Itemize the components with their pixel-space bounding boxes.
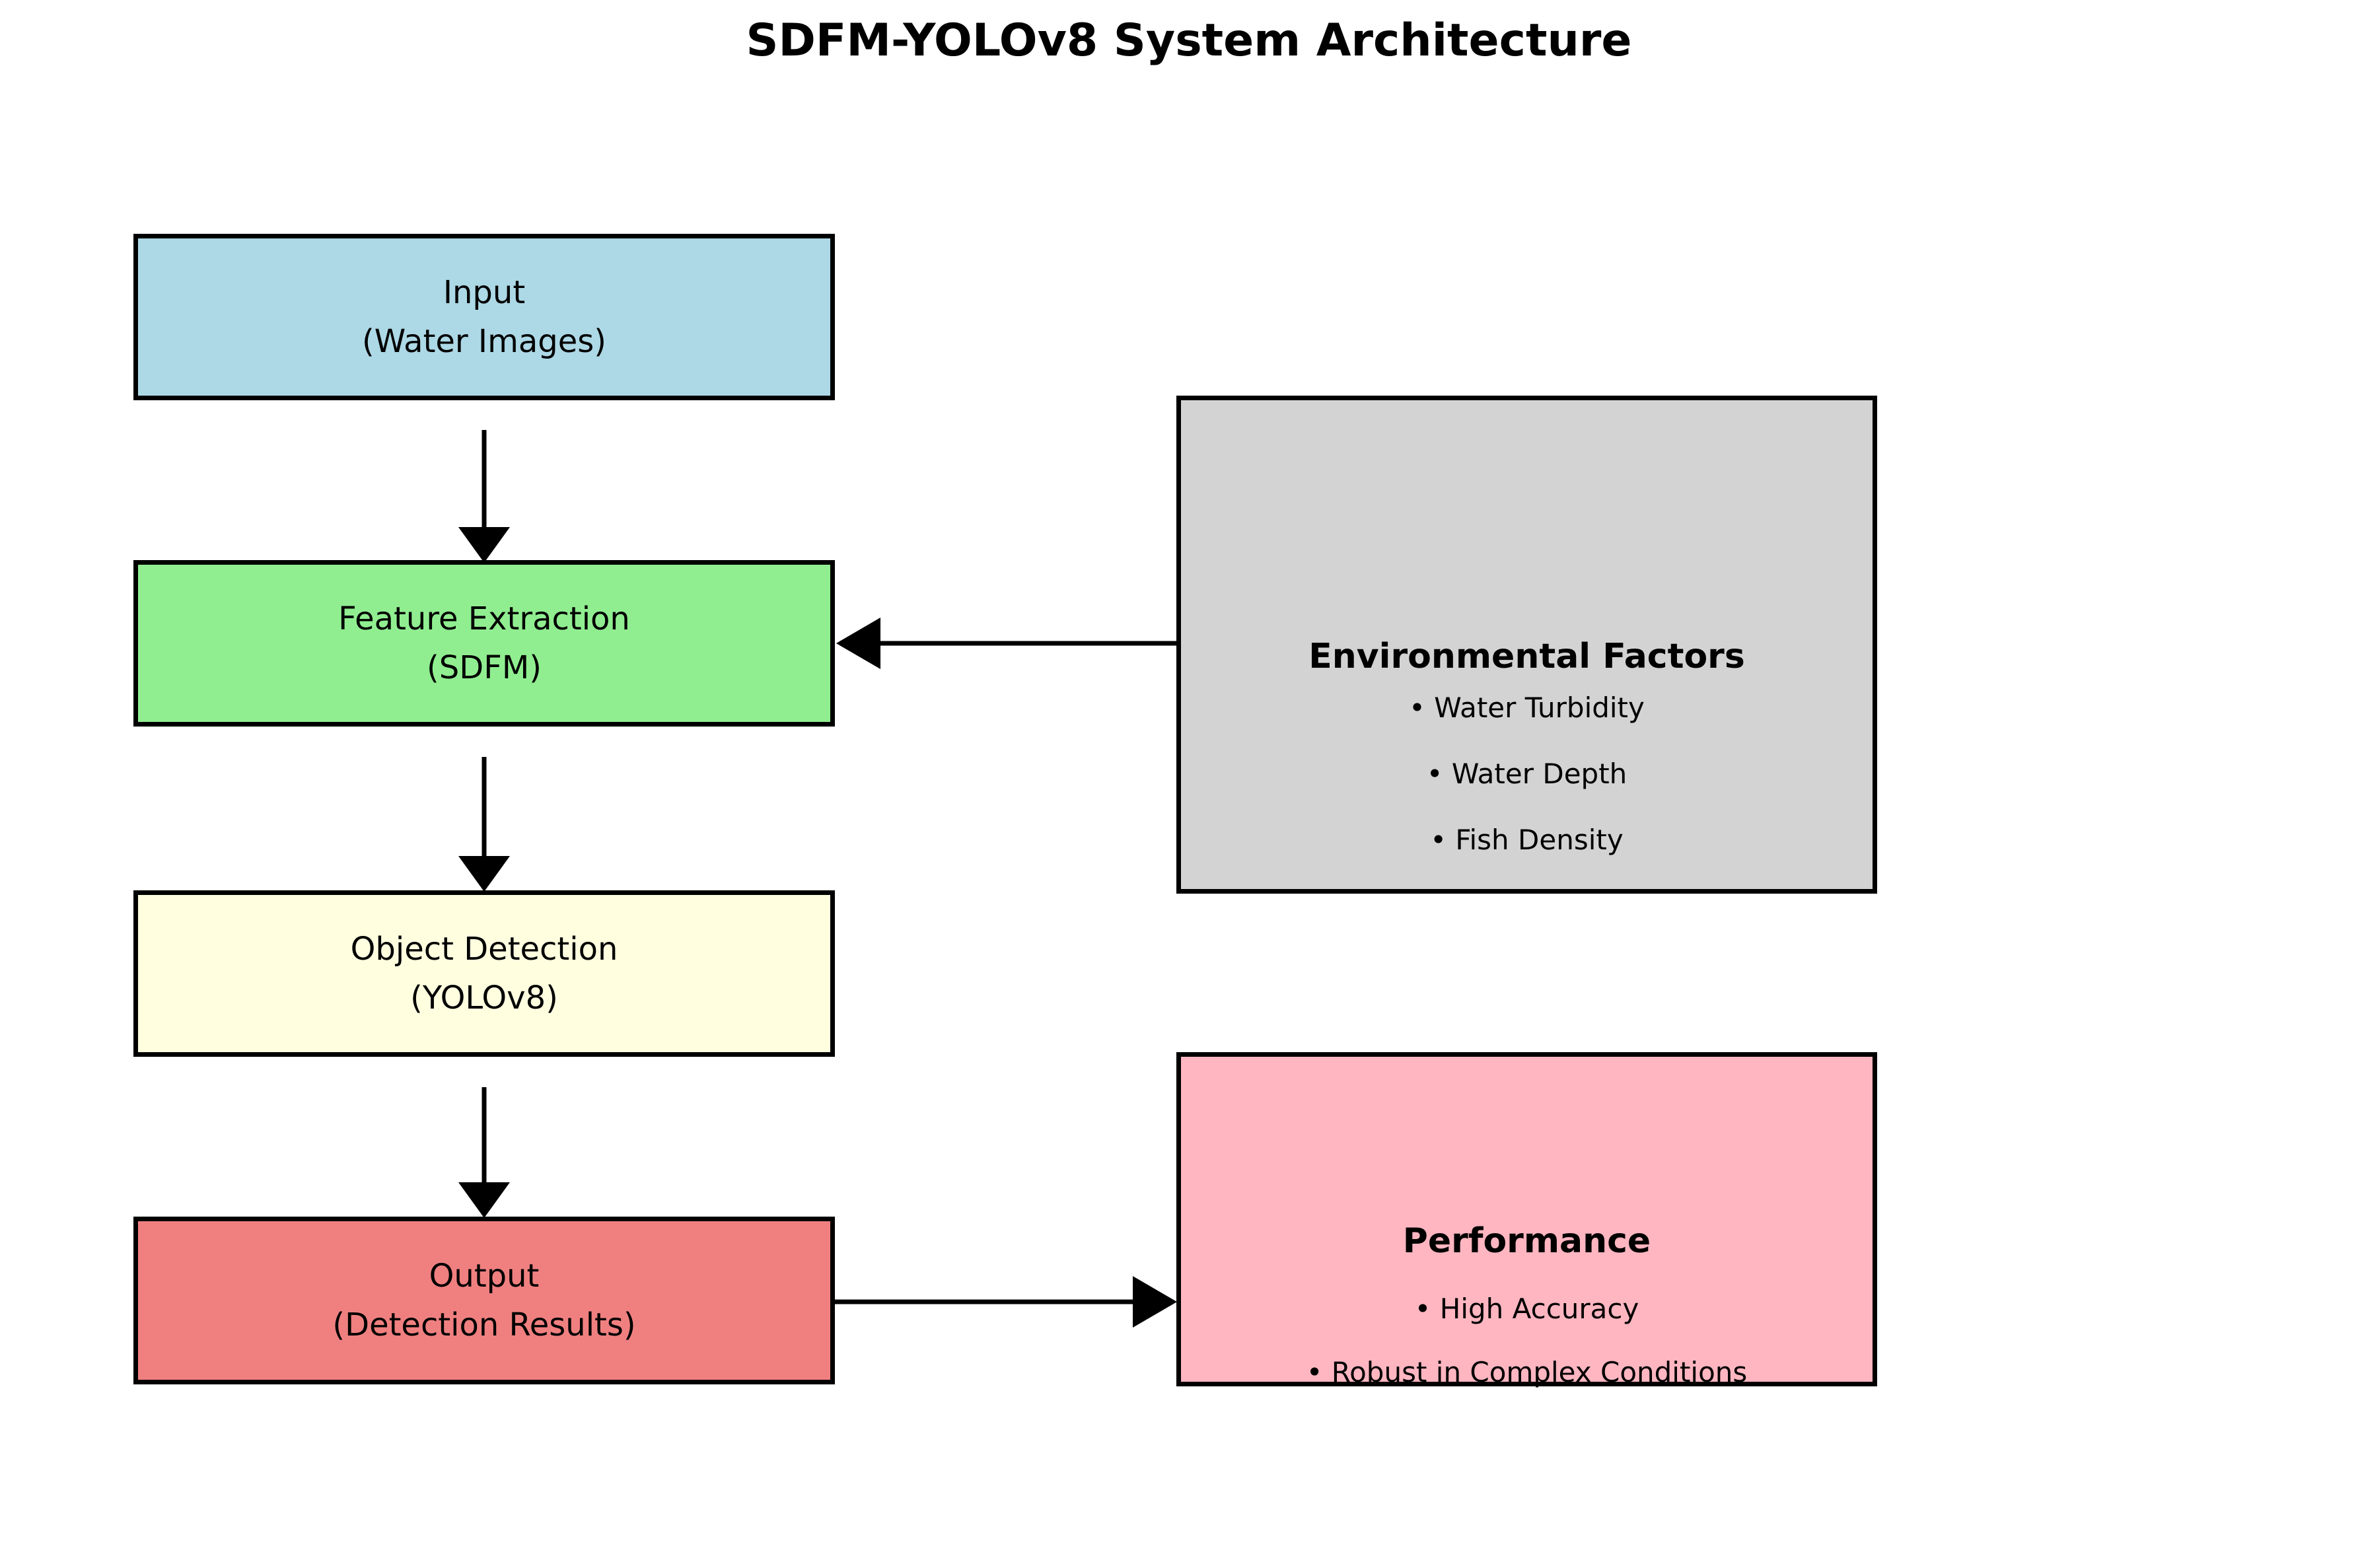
node-output: Output (Detection Results) — [133, 1217, 835, 1384]
node-object-detection: Object Detection (YOLOv8) — [133, 890, 835, 1057]
performance-bullet-high-accuracy: • High Accuracy — [1414, 1293, 1639, 1325]
node-feature-extraction-label-line2: (SDFM) — [427, 649, 542, 686]
node-input-label-line2: (Water Images) — [362, 323, 606, 360]
node-object-detection-label-line2: (YOLOv8) — [410, 980, 558, 1016]
performance-bullet-robust: • Robust in Complex Conditions — [1306, 1356, 1748, 1388]
environmental-factors-bullet-water-turbidity: • Water Turbidity — [1409, 692, 1645, 724]
environmental-factors-title: Environmental Factors — [1308, 637, 1745, 676]
arrow-detection-to-output — [458, 1087, 510, 1218]
node-input: Input (Water Images) — [133, 234, 835, 400]
arrow-feature-to-detection — [458, 757, 510, 892]
node-input-label-line1: Input — [443, 274, 526, 311]
diagram-title: SDFM-YOLOv8 System Architecture — [746, 15, 1632, 67]
arrow-input-to-feature — [458, 430, 510, 563]
node-output-label-line1: Output — [429, 1258, 540, 1295]
arrow-environment-to-feature — [836, 618, 1176, 669]
environmental-factors-bullet-fish-density: • Fish Density — [1430, 824, 1624, 856]
node-object-detection-label-line1: Object Detection — [350, 931, 618, 968]
panel-environmental-factors: Environmental Factors • Water Turbidity … — [1176, 396, 1877, 894]
node-feature-extraction-label-line1: Feature Extraction — [338, 600, 630, 637]
node-output-label-line2: (Detection Results) — [332, 1306, 636, 1343]
node-feature-extraction: Feature Extraction (SDFM) — [133, 560, 835, 727]
performance-title: Performance — [1402, 1221, 1651, 1261]
panel-performance: Performance • High Accuracy • Robust in … — [1176, 1052, 1877, 1388]
arrow-output-to-performance — [833, 1276, 1177, 1328]
environmental-factors-bullet-water-depth: • Water Depth — [1426, 758, 1627, 790]
